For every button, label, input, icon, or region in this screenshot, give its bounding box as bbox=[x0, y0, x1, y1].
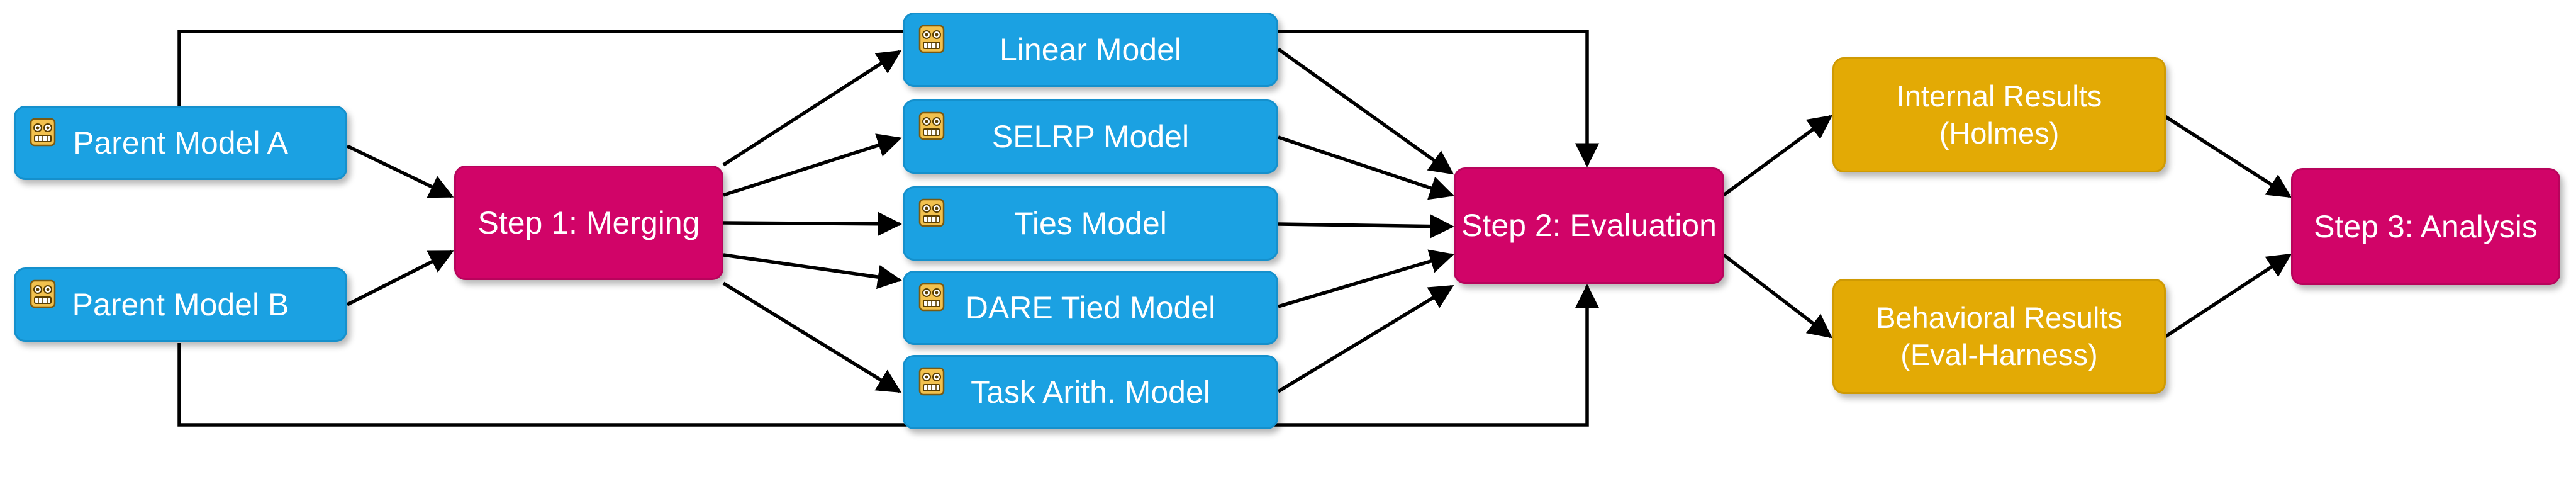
robot-icon bbox=[918, 25, 945, 53]
step3-analysis-node[interactable]: Step 3: Analysis bbox=[2291, 168, 2560, 285]
robot-icon bbox=[918, 198, 945, 227]
linear-model-node[interactable]: Linear Model bbox=[903, 13, 1278, 87]
behavioral-results-line1: Behavioral Results bbox=[1876, 300, 2122, 334]
parent-model-a-label: Parent Model A bbox=[73, 125, 288, 160]
step3-analysis-label: Step 3: Analysis bbox=[2314, 208, 2538, 244]
arrow-dare-to-eval bbox=[1278, 249, 1454, 308]
arrow-task-to-eval bbox=[1277, 284, 1454, 393]
arrow-merging-to-selrp bbox=[723, 133, 902, 197]
arrow-behavioral-to-analysis bbox=[2164, 253, 2292, 339]
robot-icon bbox=[30, 118, 56, 147]
parent-model-a-node[interactable]: Parent Model A bbox=[14, 106, 347, 180]
selrp-model-node[interactable]: SELRP Model bbox=[903, 99, 1278, 174]
ties-model-node[interactable]: Ties Model bbox=[903, 186, 1278, 261]
internal-results-line1: Internal Results bbox=[1896, 79, 2102, 113]
arrow-merging-to-ties bbox=[723, 211, 902, 237]
robot-icon bbox=[918, 367, 945, 396]
robot-icon bbox=[918, 283, 945, 312]
behavioral-results-line2: (Eval-Harness) bbox=[1900, 337, 2098, 371]
internal-results-line2: (Holmes) bbox=[1939, 116, 2060, 150]
arrow-internal-to-analysis bbox=[2164, 115, 2292, 198]
arrow-parent-b-bypass-to-eval bbox=[177, 284, 1600, 427]
robot-icon bbox=[30, 279, 56, 308]
arrow-merging-to-dare bbox=[723, 253, 902, 290]
arrow-parent-b-to-merging bbox=[346, 250, 454, 307]
ties-model-label: Ties Model bbox=[1014, 205, 1167, 241]
selrp-model-label: SELRP Model bbox=[991, 118, 1190, 154]
linear-model-label: Linear Model bbox=[999, 31, 1182, 67]
task-arith-model-node[interactable]: Task Arith. Model bbox=[903, 355, 1278, 429]
behavioral-results-node[interactable]: Behavioral Results (Eval-Harness) bbox=[1832, 279, 2166, 394]
arrow-eval-to-internal bbox=[1722, 115, 1833, 197]
dare-tied-model-label: DARE Tied Model bbox=[965, 290, 1216, 325]
dare-tied-model-node[interactable]: DARE Tied Model bbox=[903, 271, 1278, 345]
arrow-merging-to-linear bbox=[722, 50, 902, 167]
step2-evaluation-node[interactable]: Step 2: Evaluation bbox=[1454, 167, 1724, 284]
arrow-parent-a-to-merging bbox=[346, 144, 454, 198]
step2-evaluation-label: Step 2: Evaluation bbox=[1461, 208, 1717, 244]
parent-model-b-node[interactable]: Parent Model B bbox=[14, 267, 347, 342]
robot-icon bbox=[918, 111, 945, 140]
arrow-selrp-to-eval bbox=[1278, 135, 1454, 200]
arrow-merging-to-task bbox=[722, 281, 902, 393]
internal-results-node[interactable]: Internal Results (Holmes) bbox=[1832, 57, 2166, 172]
arrow-ties-to-eval bbox=[1278, 214, 1454, 239]
parent-model-b-label: Parent Model B bbox=[72, 286, 289, 322]
arrow-linear-to-eval bbox=[1277, 47, 1454, 175]
arrow-parent-a-bypass-to-eval bbox=[177, 30, 1600, 167]
arrow-eval-to-behavioral bbox=[1722, 253, 1833, 339]
step1-merging-label: Step 1: Merging bbox=[477, 205, 700, 240]
step1-merging-node[interactable]: Step 1: Merging bbox=[454, 166, 723, 280]
task-arith-model-label: Task Arith. Model bbox=[971, 374, 1210, 410]
